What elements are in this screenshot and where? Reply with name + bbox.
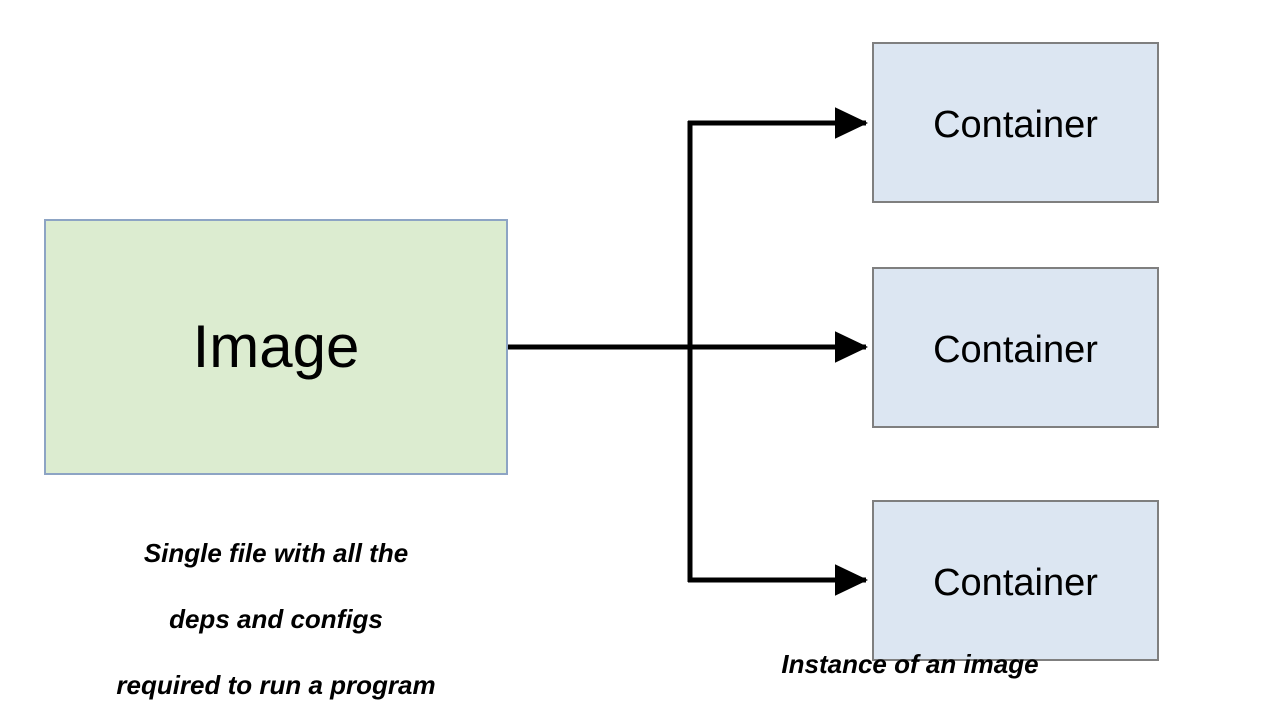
container-node-1-label: Container (933, 104, 1098, 146)
container-caption-line-2: Runs a program (610, 714, 1210, 719)
image-node[interactable]: Image (44, 219, 508, 475)
image-caption-line-1: Single file with all the (143, 538, 409, 569)
container-node-3[interactable]: Container (872, 500, 1159, 661)
container-node-1[interactable]: Container (872, 42, 1159, 203)
image-node-label: Image (192, 313, 360, 380)
container-node-2-label: Container (933, 329, 1098, 371)
container-caption: Instance of an image Runs a program (610, 615, 1210, 719)
image-caption-line-3: required to run a program (116, 670, 436, 701)
container-caption-line-1: Instance of an image (781, 649, 1039, 680)
image-node-caption: Single file with all the deps and config… (44, 504, 508, 719)
container-node-3-label: Container (933, 562, 1098, 604)
image-caption-line-2: deps and configs (169, 604, 383, 635)
container-node-2[interactable]: Container (872, 267, 1159, 428)
